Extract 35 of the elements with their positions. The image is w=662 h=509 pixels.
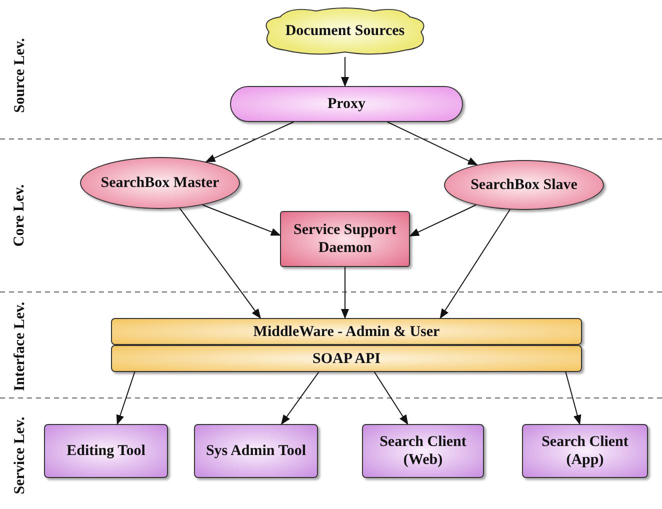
arrow — [280, 372, 320, 425]
service-box — [522, 424, 648, 478]
layer-bar — [111, 345, 582, 372]
node-label: Document Sources — [285, 22, 405, 40]
node-label: Search Client (Web) — [378, 433, 468, 469]
node-label: SearchBox Master — [100, 174, 220, 192]
arrow — [440, 209, 510, 319]
node-label: Sys Admin Tool — [206, 442, 306, 460]
node-label: SearchBox Slave — [470, 176, 578, 194]
arrow — [341, 266, 349, 319]
service-box — [44, 424, 168, 478]
level-label: Service Lev. — [12, 416, 29, 494]
arrow — [409, 204, 476, 236]
arrow — [374, 372, 408, 425]
node-label: Proxy — [327, 95, 366, 113]
node-label: SOAP API — [312, 350, 380, 368]
pill-node — [230, 86, 463, 122]
process-box — [280, 211, 410, 267]
node-label: MiddleWare - Admin & User — [253, 322, 440, 340]
level-label: Source Lev. — [11, 38, 28, 112]
arrow — [565, 372, 582, 425]
arrow — [116, 372, 136, 425]
arrow — [179, 208, 261, 319]
arrow — [202, 204, 281, 236]
node-label: Editing Tool — [66, 442, 146, 460]
arrow — [341, 56, 349, 87]
service-box — [194, 424, 318, 478]
level-label: Core Lev. — [12, 184, 29, 246]
service-box — [362, 424, 484, 478]
node-label: Service Support Daemon — [292, 221, 398, 257]
node-label: Search Client (App) — [540, 433, 630, 469]
level-label: Interface Lev. — [12, 301, 29, 391]
arrow — [205, 122, 294, 162]
layer-bar — [111, 318, 582, 345]
arrow — [387, 122, 478, 166]
